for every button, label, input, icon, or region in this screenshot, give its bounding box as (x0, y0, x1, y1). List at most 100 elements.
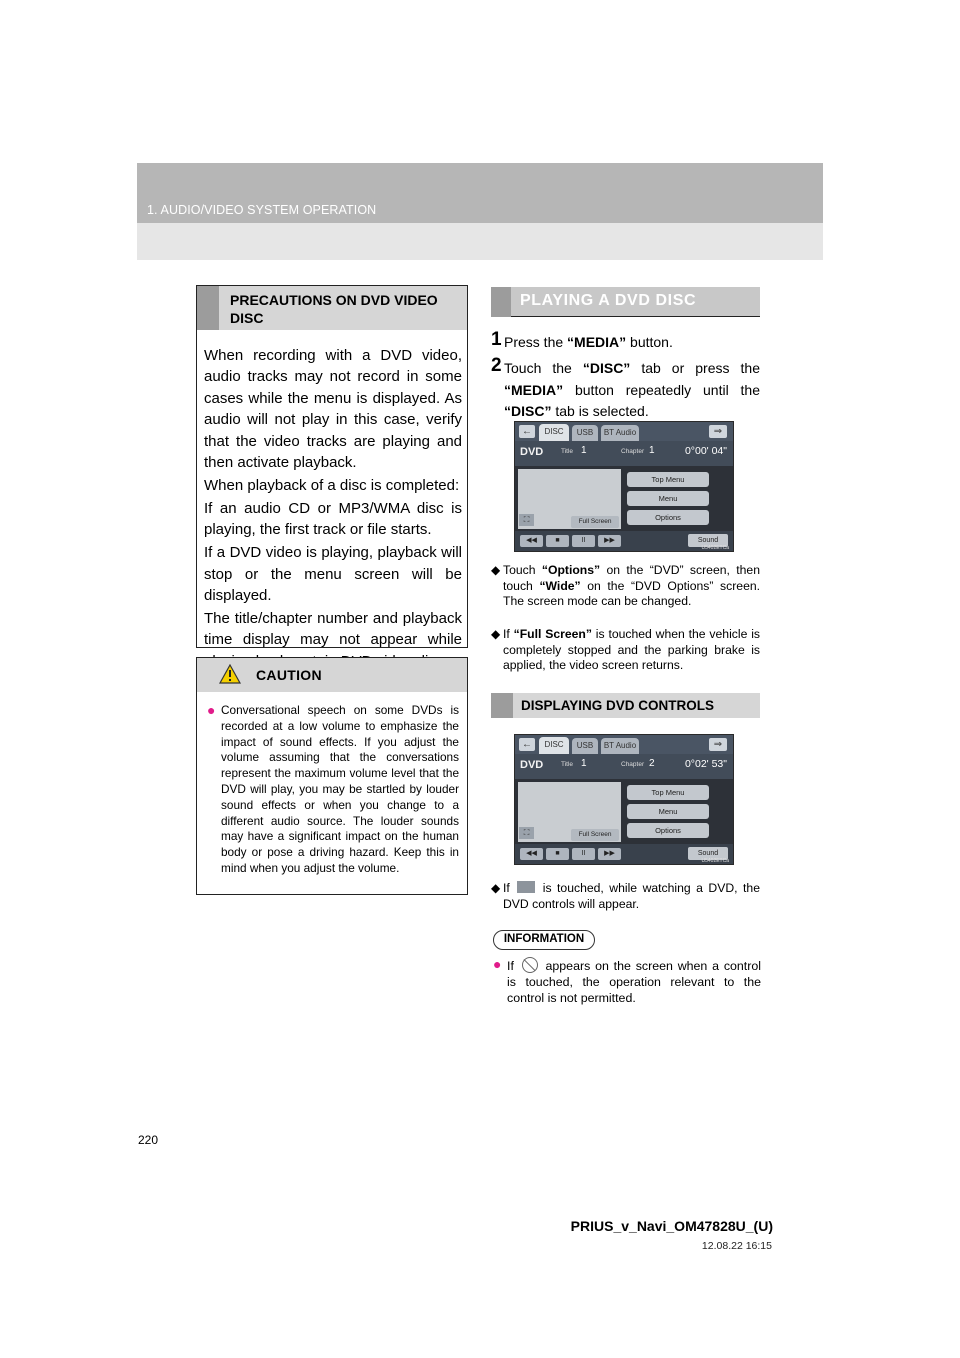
stop-button: ■ (546, 848, 569, 860)
tab-disc: DISC (539, 737, 569, 754)
sound-button: Sound (688, 847, 728, 860)
playing-dvd-heading: PLAYING A DVD DISC (491, 287, 760, 317)
rewind-button: ◀◀ (520, 535, 543, 547)
step-number: 1 (491, 329, 502, 350)
bullet-diamond-icon: ◆ (491, 627, 501, 641)
caution-box: CAUTION ● Conversational speech on some … (196, 657, 468, 895)
information-item: ● If appears on the screen when a contro… (493, 956, 762, 1006)
dvd-screen-image: ← DISC USB BT Audio ⇒ DVD Title 1 Chapte… (514, 421, 734, 552)
pause-button: II (572, 848, 595, 860)
information-badge: INFORMATION (493, 930, 595, 950)
screen-control-bar: ◀◀ ■ II ▶▶ Sound (515, 531, 733, 551)
screen-tab-bar: ← DISC USB BT Audio ⇒ (515, 422, 733, 441)
tab-bt-audio: BT Audio (601, 425, 639, 441)
expand-controls-icon: ⛶ (519, 827, 534, 839)
fast-forward-button: ▶▶ (598, 535, 621, 547)
heading-bar (491, 693, 513, 718)
tab-usb: USB (572, 425, 598, 441)
menu-button: Menu (627, 491, 709, 506)
print-date: 12.08.22 16:15 (701, 1240, 772, 1252)
pause-button: II (572, 535, 595, 547)
dvd-screen-image: ← DISC USB BT Audio ⇒ DVD Title 1 Chapte… (514, 734, 734, 865)
bullet-controls: ◆ If is touched, while watching a DVD, t… (491, 881, 760, 912)
page-number: 220 (138, 1133, 159, 1147)
precautions-title: PRECAUTIONS ON DVD VIDEO DISC (230, 292, 438, 326)
fast-forward-button: ▶▶ (598, 848, 621, 860)
forward-arrow-icon: ⇒ (709, 738, 727, 751)
bullet-full-screen: ◆ If “Full Screen” is touched when the v… (491, 627, 760, 674)
chapter-value: 1 (649, 445, 655, 456)
expand-controls-icon (517, 881, 536, 893)
precautions-paragraph: If an audio CD or MP3/WMA disc is playin… (204, 499, 462, 539)
options-button: Options (627, 823, 709, 838)
bullet-options: ◆ Touch “Options” on the “DVD” screen, t… (491, 563, 760, 610)
step-2: 2 Touch the “DISC” tab or press the “MED… (491, 355, 760, 423)
caution-body: ● Conversational speech on some DVDs is … (207, 702, 459, 877)
expand-controls-icon: ⛶ (519, 514, 534, 526)
dvd-controls-heading: DISPLAYING DVD CONTROLS (491, 693, 760, 718)
bullet-text: Touch “Options” on the “DVD” screen, the… (503, 563, 761, 609)
forward-arrow-icon: ⇒ (709, 425, 727, 438)
title-value: 1 (581, 758, 587, 769)
bullet-dot-icon: ● (493, 956, 502, 972)
options-button: Options (627, 510, 709, 525)
playing-dvd-title: PLAYING A DVD DISC (520, 292, 697, 309)
step-text: Press the “MEDIA” button. (504, 334, 673, 350)
chapter-label: Chapter (621, 761, 645, 768)
full-screen-button: Full Screen (571, 829, 619, 841)
document-id: PRIUS_v_Navi_OM47828U_(U) (570, 1218, 773, 1234)
image-code: U5402ETCa (701, 858, 729, 864)
precautions-paragraph: When playback of a disc is completed: (204, 476, 460, 494)
top-menu-button: Top Menu (627, 785, 709, 800)
back-arrow-icon: ← (519, 738, 535, 751)
playback-time: 0°00' 04" (684, 445, 727, 457)
bullet-text: If is touched, while watching a DVD, the… (503, 881, 760, 911)
stop-button: ■ (546, 535, 569, 547)
media-label: DVD (520, 759, 544, 771)
caution-heading: CAUTION (197, 658, 467, 692)
caution-text: Conversational speech on some DVDs is re… (221, 703, 459, 875)
rewind-button: ◀◀ (520, 848, 543, 860)
caution-label: CAUTION (256, 667, 322, 683)
bullet-dot-icon: ● (207, 702, 216, 718)
section-header: 1. AUDIO/VIDEO SYSTEM OPERATION (147, 203, 377, 217)
back-arrow-icon: ← (519, 425, 535, 438)
warning-triangle-icon (219, 664, 241, 684)
bullet-diamond-icon: ◆ (491, 563, 501, 577)
image-code: U5402ETCa (701, 545, 729, 551)
title-label: Title (561, 448, 574, 455)
media-label: DVD (520, 446, 544, 458)
heading-bar (491, 287, 511, 317)
prohibited-icon (521, 957, 538, 973)
step-number: 2 (491, 355, 502, 376)
menu-button: Menu (627, 804, 709, 819)
bullet-text: If “Full Screen” is touched when the veh… (503, 627, 760, 673)
step-1: 1 Press the “MEDIA” button. (491, 329, 760, 354)
dvd-controls-title: DISPLAYING DVD CONTROLS (521, 698, 715, 713)
screen-info-bar: DVD Title 1 Chapter 1 0°00' 04" (515, 441, 733, 466)
tab-usb: USB (572, 738, 598, 754)
precautions-paragraph: If a DVD video is playing, playback will… (204, 544, 462, 604)
tab-bt-audio: BT Audio (601, 738, 639, 754)
full-screen-button: Full Screen (571, 516, 619, 528)
chapter-label: Chapter (621, 448, 645, 455)
tab-disc: DISC (539, 424, 569, 441)
top-menu-button: Top Menu (627, 472, 709, 487)
screen-tab-bar: ← DISC USB BT Audio ⇒ (515, 735, 733, 754)
title-label: Title (561, 761, 574, 768)
playback-time: 0°02' 53" (684, 758, 727, 770)
header-top-bar: 1. AUDIO/VIDEO SYSTEM OPERATION (137, 163, 823, 223)
sound-button: Sound (688, 534, 728, 547)
screen-info-bar: DVD Title 1 Chapter 2 0°02' 53" (515, 754, 733, 779)
precautions-heading: PRECAUTIONS ON DVD VIDEO DISC (197, 286, 467, 330)
bullet-diamond-icon: ◆ (491, 881, 501, 895)
chapter-value: 2 (649, 758, 655, 769)
information-text: If appears on the screen when a control … (507, 957, 762, 1005)
heading-bar (197, 286, 219, 330)
precautions-box: PRECAUTIONS ON DVD VIDEO DISC When recor… (196, 285, 468, 670)
title-value: 1 (581, 445, 587, 456)
precautions-body: When recording with a DVD video, audio t… (204, 345, 462, 674)
precautions-paragraph: When recording with a DVD video, audio t… (204, 347, 462, 472)
header-band: 1. AUDIO/VIDEO SYSTEM OPERATION (137, 163, 823, 260)
screen-control-bar: ◀◀ ■ II ▶▶ Sound (515, 844, 733, 864)
